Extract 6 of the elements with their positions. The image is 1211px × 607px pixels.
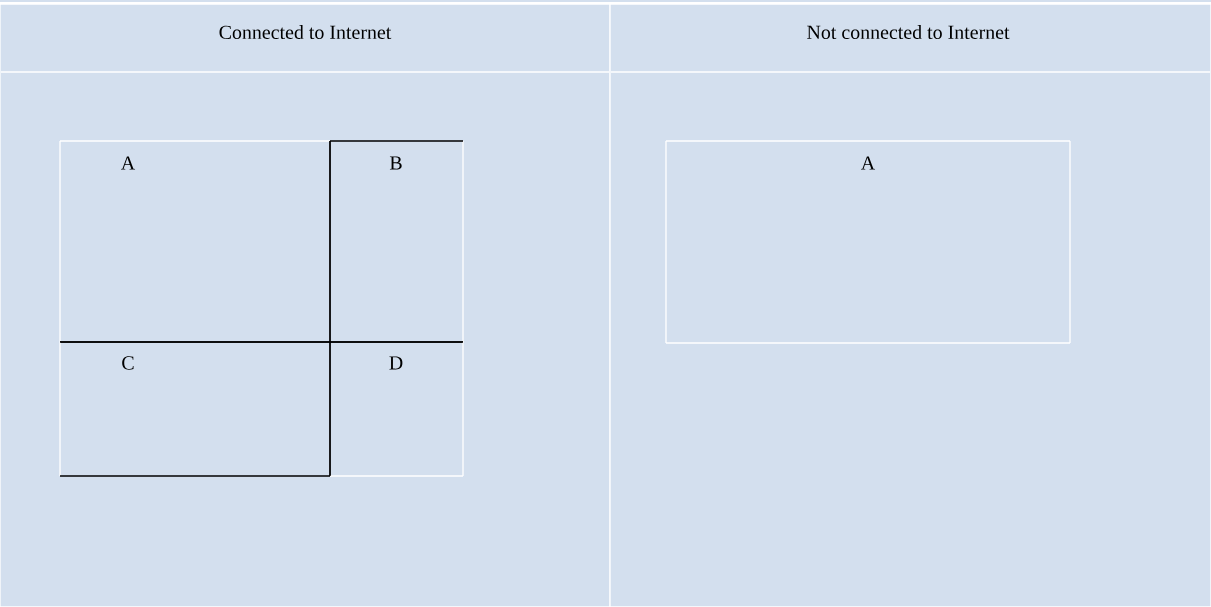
node-label: Not connected to Internet [807,25,1010,40]
grid-box: B [329,140,464,343]
grid-box: C [59,341,331,477]
grid-box: A [665,140,1071,344]
grid-box: D [329,341,464,477]
grid-box: A [59,140,331,343]
